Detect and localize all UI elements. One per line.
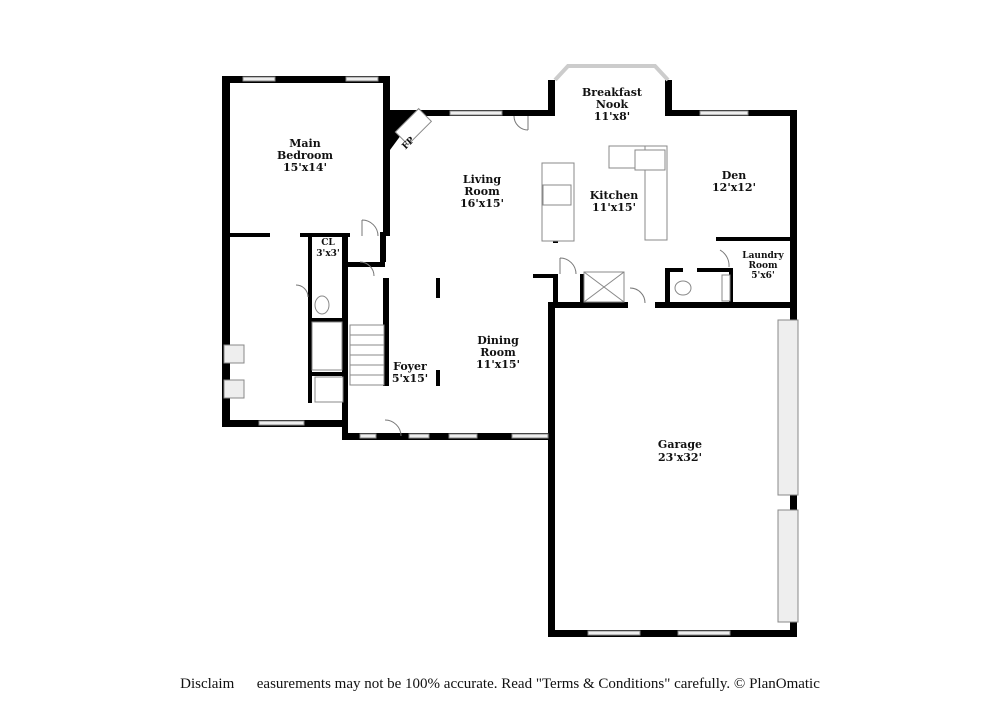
room-kitchen: Kitchen 11'x15' bbox=[590, 189, 639, 214]
room-size: 16'x15' bbox=[460, 197, 504, 210]
room-breakfast-nook: Breakfast Nook 11'x8' bbox=[582, 86, 643, 123]
room-size: 12'x12' bbox=[712, 181, 756, 194]
fireplace-icon bbox=[394, 107, 433, 146]
room-name: Nook bbox=[596, 98, 629, 111]
room-laundry: Laundry Room 5'x6' bbox=[742, 251, 784, 281]
shower-icon bbox=[314, 376, 344, 403]
room-den: Den 12'x12' bbox=[712, 169, 756, 194]
toilet-icon bbox=[674, 280, 692, 296]
room-dining-room: Dining Room 11'x15' bbox=[476, 334, 520, 371]
room-size: 11'x15' bbox=[476, 358, 520, 371]
room-name: Bedroom bbox=[277, 149, 333, 162]
room-size: 23'x32' bbox=[658, 451, 702, 464]
room-main-bedroom: Main Bedroom 15'x14' bbox=[277, 137, 333, 174]
room-name: Room bbox=[480, 346, 516, 359]
toilet-icon bbox=[314, 295, 330, 315]
room-name: Den bbox=[722, 169, 747, 182]
windows bbox=[223, 64, 799, 636]
room-name: Living bbox=[463, 173, 501, 186]
room-name: Breakfast bbox=[582, 86, 643, 99]
room-living-room: Living Room 16'x15' bbox=[460, 173, 504, 210]
room-closet: CL 3'x3' bbox=[316, 238, 339, 259]
room-name: Laundry bbox=[742, 251, 784, 261]
room-size: 5'x6' bbox=[751, 271, 774, 281]
fixtures bbox=[295, 107, 731, 437]
room-size: 5'x15' bbox=[392, 372, 428, 385]
room-size: 11'x8' bbox=[594, 110, 630, 123]
room-garage: Garage 23'x32' bbox=[658, 438, 702, 464]
bathtub-icon bbox=[311, 321, 343, 371]
sink-icon bbox=[634, 149, 666, 171]
cooktop-icon bbox=[542, 184, 572, 206]
room-name: Dining bbox=[477, 334, 519, 347]
room-size: 11'x15' bbox=[592, 201, 636, 214]
room-name: Kitchen bbox=[590, 189, 639, 202]
room-name: Room bbox=[464, 185, 500, 198]
room-size: 15'x14' bbox=[283, 161, 327, 174]
room-name: Garage bbox=[658, 438, 702, 451]
stairs-icon bbox=[349, 324, 385, 386]
room-size: 3'x3' bbox=[316, 249, 339, 259]
room-foyer: Foyer 5'x15' bbox=[392, 360, 428, 385]
room-name: Main bbox=[289, 137, 320, 150]
sink-icon bbox=[721, 274, 731, 302]
room-name: Room bbox=[748, 261, 777, 271]
disclaimer: Disclaim easurements may not be 100% acc… bbox=[180, 676, 820, 692]
room-name: CL bbox=[321, 238, 335, 248]
room-name: Foyer bbox=[393, 360, 427, 373]
